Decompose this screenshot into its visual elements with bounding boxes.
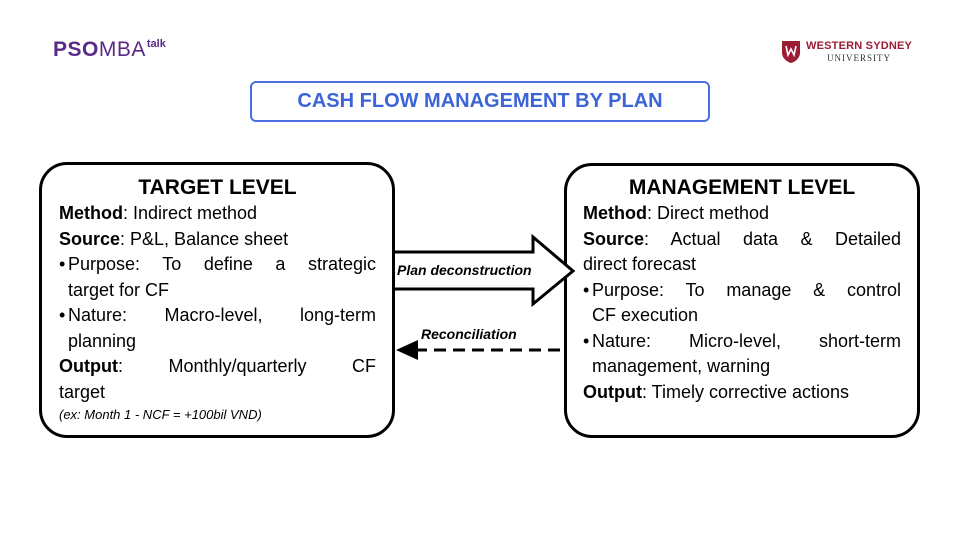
bullet-glyph: •	[583, 330, 590, 351]
page-title: CASH FLOW MANAGEMENT BY PLAN	[297, 90, 663, 112]
right-source-line2: direct forecast	[583, 254, 697, 274]
university-name-line1: WESTERN SYDNEY	[806, 40, 913, 52]
left-source-label: Source	[59, 228, 121, 249]
page-title-box: CASH FLOW MANAGEMENT BY PLAN	[250, 81, 710, 122]
management-level-title: MANAGEMENT LEVEL	[628, 176, 856, 199]
pso-mba-talk-logo: PSOMBAtalk	[53, 38, 166, 62]
left-source-row: Source: P&L, Balance sheet	[59, 227, 376, 253]
left-method-label: Method	[59, 203, 123, 223]
left-source-value: : P&L, Balance sheet	[120, 228, 289, 249]
right-output-label: Output	[583, 381, 642, 402]
right-purpose-line2: CF execution	[592, 305, 699, 325]
logo-pso-text: PSO	[53, 38, 99, 61]
right-source-label: Source	[583, 228, 645, 249]
plan-deconstruction-arrow	[395, 233, 576, 308]
logo-talk-text: talk	[146, 38, 166, 50]
bullet-glyph: •	[583, 279, 590, 300]
left-output-line2: target	[59, 381, 106, 402]
right-method-row: Method: Direct method	[583, 201, 901, 227]
university-name-line2: UNIVERSITY	[827, 53, 892, 63]
left-output-value: : Monthly/quarterly CF	[117, 356, 376, 376]
left-method-row: Method: Indirect method	[59, 201, 376, 227]
right-method-label: Method	[583, 203, 647, 223]
reconciliation-label: Reconciliation	[421, 326, 517, 342]
connector-arrows	[395, 233, 576, 360]
left-purpose-line2: target for CF	[68, 279, 170, 300]
plan-deconstruction-label: Plan deconstruction	[397, 262, 532, 278]
shield-icon	[782, 41, 800, 63]
right-nature-bullet: • Nature: Micro-level, short-term manage…	[583, 329, 901, 380]
right-source-value: : Actual data & Detailed	[644, 228, 901, 249]
left-nature-line2: planning	[68, 330, 137, 351]
right-purpose-line1: Purpose: To manage & control	[592, 279, 901, 300]
left-output-row: Output: Monthly/quarterly CF	[59, 354, 376, 380]
target-level-panel: TARGET LEVEL Method: Indirect method Sou…	[39, 162, 395, 438]
left-example: (ex: Month 1 - NCF = +100bil VND)	[59, 407, 262, 422]
logo-mba-text: MBA	[98, 38, 146, 61]
bullet-glyph: •	[59, 254, 66, 274]
target-level-title: TARGET LEVEL	[138, 176, 297, 199]
left-nature-line1: Nature: Macro-level, long-term	[68, 305, 376, 325]
left-output-label: Output	[59, 356, 118, 376]
right-source-row: Source: Actual data & Detailed	[583, 227, 901, 253]
left-nature-bullet: • Nature: Macro-level, long-term plannin…	[59, 303, 376, 354]
right-output-row: Output: Timely corrective actions	[583, 380, 901, 406]
right-method-value: : Direct method	[646, 203, 770, 223]
right-nature-line1: Nature: Micro-level, short-term	[592, 330, 901, 351]
right-nature-line2: management, warning	[592, 356, 771, 376]
left-method-value: : Indirect method	[122, 203, 258, 223]
management-level-panel: MANAGEMENT LEVEL Method: Direct method S…	[564, 163, 920, 438]
bullet-glyph: •	[59, 305, 66, 325]
university-name: WESTERN SYDNEY UNIVERSITY	[806, 40, 912, 63]
right-purpose-bullet: • Purpose: To manage & control CF execut…	[583, 278, 901, 329]
left-purpose-bullet: • Purpose: To define a strategic target …	[59, 252, 376, 303]
reconciliation-arrow-head	[396, 340, 418, 360]
western-sydney-university-logo: WESTERN SYDNEY UNIVERSITY	[781, 40, 912, 64]
right-output-value: : Timely corrective actions	[641, 381, 850, 402]
left-purpose-line1: Purpose: To define a strategic	[68, 254, 376, 274]
